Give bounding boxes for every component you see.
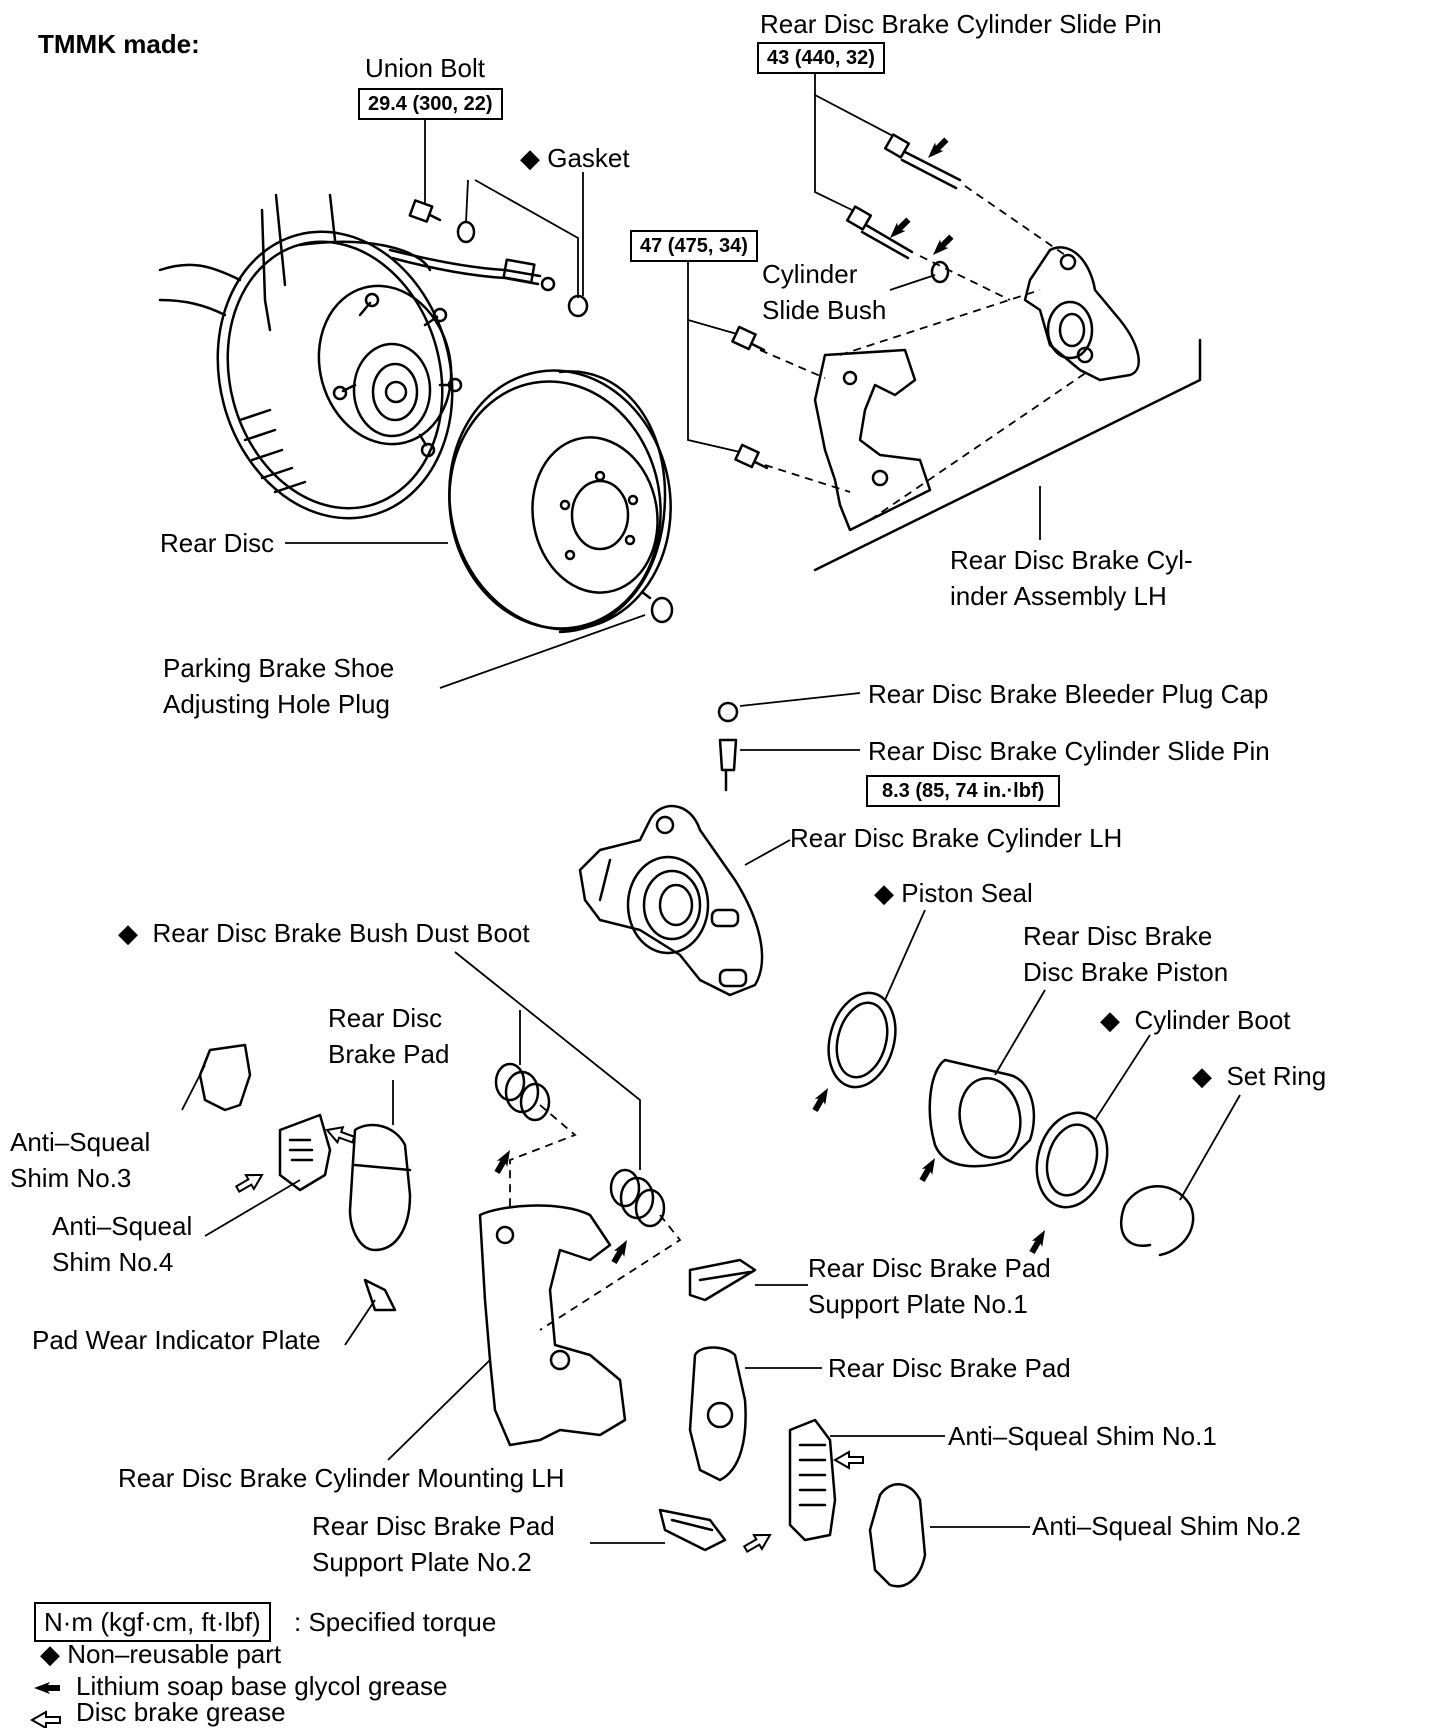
label-piston-seal: ◆ Piston Seal [874,875,1033,911]
page-title: TMMK made: [38,29,200,59]
label-bush-dust-boot-text: Rear Disc Brake Bush Dust Boot [152,918,530,948]
legend-unit-box: N·m (kgf·cm, ft·lbf) [34,1602,271,1642]
label-piston-1: Rear Disc Brake [1023,921,1213,951]
assembly-dashed-lines [509,185,1091,1331]
torque-union-bolt: 29.4 (300, 22) [358,88,503,120]
legend-non-reusable-text: Non–reusable part [67,1639,282,1669]
label-slide-bush-2: Slide Bush [762,295,887,325]
label-shim2: Anti–Squeal Shim No.2 [1032,1511,1301,1541]
label-cylinder-boot-text: Cylinder Boot [1134,1005,1291,1035]
label-rear-disc: Rear Disc [160,528,275,558]
label-shim3-2: Shim No.3 [10,1163,132,1193]
label-support-plate1-1: Rear Disc Brake Pad [808,1253,1051,1283]
label-set-ring-text: Set Ring [1226,1061,1327,1091]
backing-plate-and-hub [158,193,589,520]
non-reusable-diamond-icon: ◆ [118,918,138,948]
leader-lines [181,74,1241,1544]
lower-right-parts [658,1258,927,1588]
label-hole-plug-1: Parking Brake Shoe [163,653,395,683]
non-reusable-diamond-icon: ◆ [40,1639,60,1669]
label-slide-pin-top: Rear Disc Brake Cylinder Slide Pin [760,9,1162,39]
label-pad-right: Rear Disc Brake Pad [828,1353,1071,1383]
label-piston-2: Disc Brake Piston [1023,957,1229,987]
disc-grease-arrow-icon [31,1711,61,1728]
label-slide-bush-1: Cylinder [762,259,858,289]
label-bleeder-cap: Rear Disc Brake Bleeder Plug Cap [868,679,1269,709]
label-cylinder-lh: Rear Disc Brake Cylinder LH [790,823,1123,853]
label-set-ring: ◆ Set Ring [1192,1058,1326,1094]
label-cyl-assembly-2: inder Assembly LH [950,581,1167,611]
label-pad-left-2: Brake Pad [328,1039,450,1069]
upper-caliper-assembly [731,133,1202,572]
label-hole-plug-2: Adjusting Hole Plug [163,689,390,719]
label-cylinder-boot: ◆ Cylinder Boot [1100,1002,1291,1038]
non-reusable-diamond-icon: ◆ [520,143,540,173]
torque-mounting-bolt: 47 (475, 34) [630,230,758,262]
legend-non-reusable: ◆ Non–reusable part [40,1636,281,1672]
label-shim4-2: Shim No.4 [52,1247,174,1277]
non-reusable-diamond-icon: ◆ [1100,1005,1120,1035]
label-shim3-1: Anti–Squeal [10,1127,151,1157]
label-piston-seal-text: Piston Seal [901,878,1033,908]
label-gasket: ◆ Gasket [520,140,630,176]
label-support-plate1-2: Support Plate No.1 [808,1289,1028,1319]
label-support-plate2-2: Support Plate No.2 [312,1547,532,1577]
label-pad-wear: Pad Wear Indicator Plate [32,1325,321,1355]
cylinder-lh-detail [578,701,764,997]
label-slide-pin-mid: Rear Disc Brake Cylinder Slide Pin [868,736,1270,766]
torque-slide-pin-top: 43 (440, 32) [757,42,885,74]
piston-parts [827,991,1195,1257]
label-gasket-text: Gasket [547,143,630,173]
torque-slide-pin-mid: 8.3 (85, 74 in.·lbf) [866,775,1061,807]
lithium-arrow-icon [34,1682,60,1694]
label-mounting-lh: Rear Disc Brake Cylinder Mounting LH [118,1463,565,1493]
legend-unit-text: : Specified torque [294,1607,497,1637]
label-pad-left-1: Rear Disc [328,1003,443,1033]
label-cyl-assembly-1: Rear Disc Brake Cyl- [950,545,1193,575]
label-bush-dust-boot: ◆ Rear Disc Brake Bush Dust Boot [118,915,530,951]
label-support-plate2-1: Rear Disc Brake Pad [312,1511,555,1541]
label-union-bolt: Union Bolt [365,53,485,83]
lower-pad-parts [198,1043,666,1447]
label-shim1: Anti–Squeal Shim No.1 [948,1421,1217,1451]
non-reusable-diamond-icon: ◆ [1192,1061,1212,1091]
rear-disc-rotor [448,369,674,634]
label-shim4-1: Anti–Squeal [52,1211,193,1241]
non-reusable-diamond-icon: ◆ [874,878,894,908]
legend-disc-grease: Disc brake grease [76,1697,286,1727]
legend-lithium: Lithium soap base glycol grease [76,1671,448,1701]
